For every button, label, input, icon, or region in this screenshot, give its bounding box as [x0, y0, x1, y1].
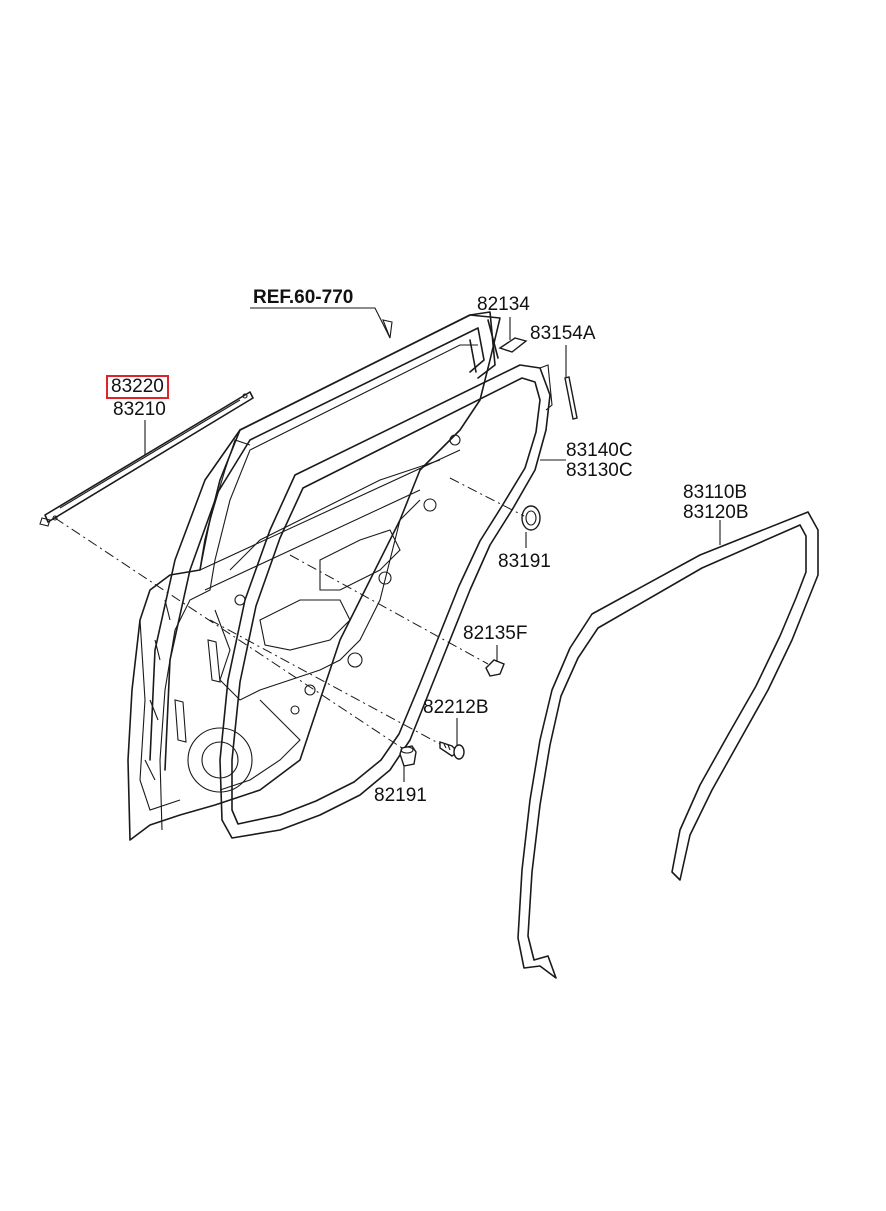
part-number-82212b[interactable]: 82212B — [423, 697, 489, 718]
pad-82134 — [498, 337, 528, 353]
part-number-83120b[interactable]: 83120B — [683, 502, 749, 523]
part-number-83220[interactable]: 83220 — [106, 375, 169, 399]
screw-82212b — [439, 741, 465, 760]
part-number-83130c[interactable]: 83130C — [566, 460, 633, 481]
plug-83191 — [521, 505, 541, 531]
belt-weatherstrip-83220 — [39, 391, 254, 527]
part-number-83140c[interactable]: 83140C — [566, 440, 633, 461]
part-number-83191[interactable]: 83191 — [498, 551, 551, 572]
leader-lines — [144, 307, 721, 782]
ref-label: REF.60-770 — [253, 287, 354, 308]
assembly-lines — [54, 477, 525, 749]
part-number-83210[interactable]: 83210 — [113, 399, 166, 420]
window-frame — [149, 311, 499, 771]
strip-83154a — [564, 376, 578, 420]
part-number-83154a[interactable]: 83154A — [530, 323, 596, 344]
part-number-82134[interactable]: 82134 — [477, 294, 530, 315]
part-number-83110b[interactable]: 83110B — [683, 482, 748, 503]
part-number-82135f[interactable]: 82135F — [463, 623, 528, 644]
door-panel — [127, 314, 501, 841]
part-number-82191[interactable]: 82191 — [374, 785, 427, 806]
clip-82135f — [485, 659, 505, 677]
bumper-82191 — [399, 745, 417, 767]
door-weatherstrip-83140c — [219, 364, 553, 839]
body-weatherstrip-83110b — [517, 511, 819, 979]
